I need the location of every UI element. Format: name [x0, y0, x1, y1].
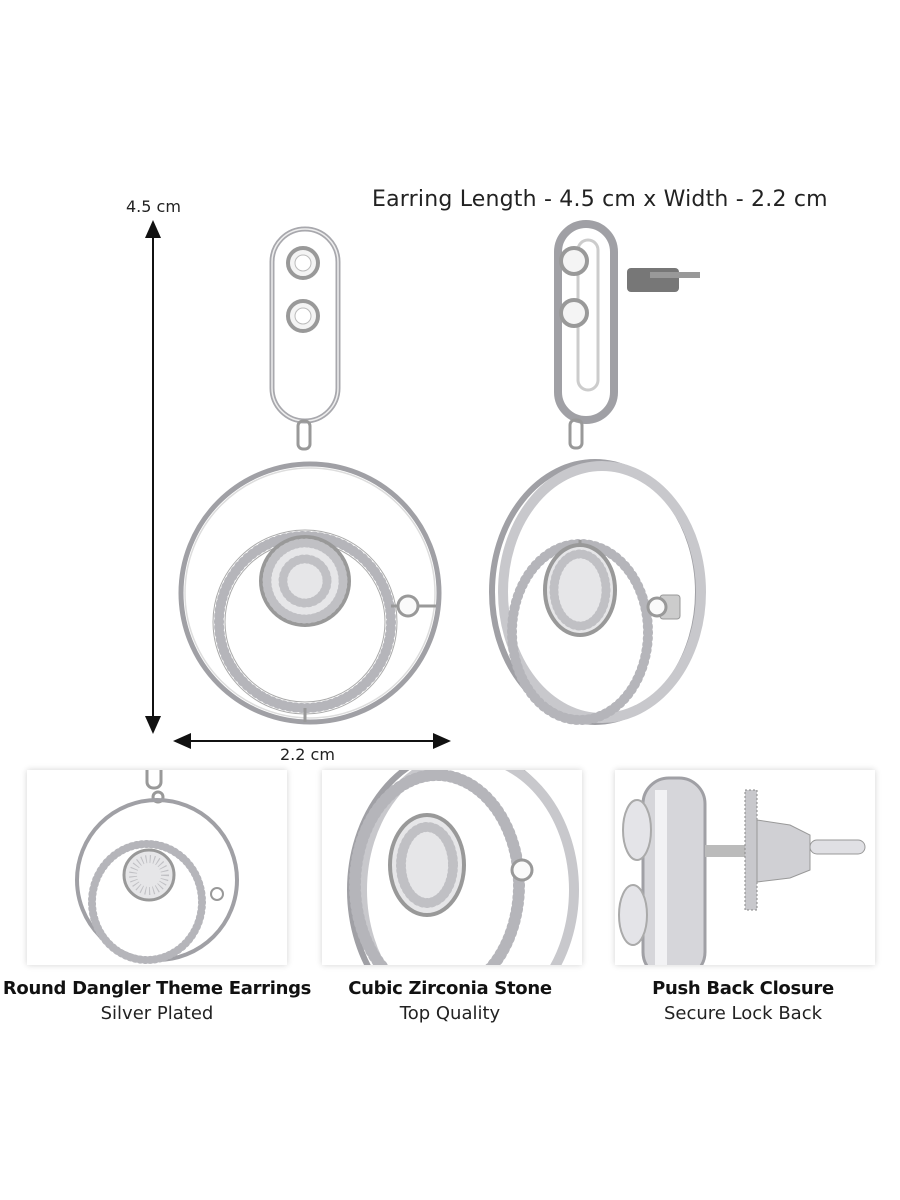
feature-caption-stone: Cubic Zirconia Stone Top Quality — [290, 978, 610, 1024]
feature-subtitle: Top Quality — [399, 1003, 501, 1024]
feature-subtitle: Silver Plated — [100, 1003, 214, 1024]
feature-caption-design: Round Dangler Theme Earrings Silver Plat… — [0, 978, 317, 1024]
feature-subtitle: Secure Lock Back — [663, 1003, 823, 1024]
feature-panel-stone — [322, 770, 582, 965]
feature-panel-design — [27, 770, 287, 965]
stone-closeup-icon — [347, 770, 579, 965]
feature-title: Round Dangler Theme Earrings — [2, 978, 312, 999]
earrings-illustration — [145, 220, 706, 749]
feature-title: Push Back Closure — [652, 978, 834, 999]
length-label: 4.5 cm — [126, 197, 181, 216]
feature-caption-closure: Push Back Closure Secure Lock Back — [583, 978, 900, 1024]
feature-title: Cubic Zirconia Stone — [348, 978, 552, 999]
dimension-title: Earring Length - 4.5 cm x Width - 2.2 cm — [372, 187, 828, 212]
push-back-closeup-icon — [618, 776, 866, 965]
earring-front-closeup-icon — [75, 770, 239, 964]
feature-panel-closure — [615, 770, 875, 965]
earring-angled — [489, 220, 706, 725]
earring-front — [178, 226, 442, 725]
width-label: 2.2 cm — [280, 745, 335, 764]
